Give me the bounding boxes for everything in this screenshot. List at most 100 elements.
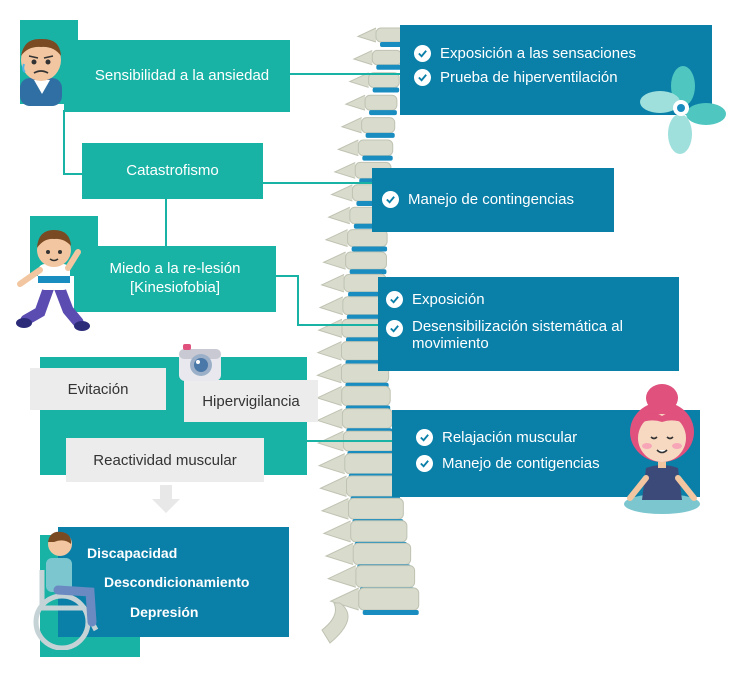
spinal-disc	[362, 610, 419, 615]
spinal-disc	[376, 64, 402, 70]
vertebra	[344, 453, 398, 475]
vertebra	[341, 385, 391, 407]
check-icon	[414, 69, 431, 86]
relaxation-item: Relajación muscular	[416, 429, 600, 446]
hypervigilance-label: Hipervigilancia	[202, 392, 300, 410]
vertebra-process	[320, 273, 345, 293]
exposure-item: Prueba de hiperventilación	[414, 69, 636, 86]
vertebra	[364, 94, 398, 111]
desensitization-item: Desensibilización sistemática al movimie…	[386, 318, 667, 352]
vertebra-process	[348, 72, 369, 88]
anxiety-box: Sensibilidad a la ansiedad	[64, 40, 290, 112]
connector-line	[297, 324, 379, 326]
muscle-reactivity-box: Reactividad muscular	[66, 438, 264, 482]
hypervigilance-box: Hipervigilancia	[184, 380, 318, 422]
spinal-disc	[348, 291, 387, 297]
vertebra-process	[352, 49, 373, 66]
desensitization-box: Exposición Desensibilización sistemática…	[378, 277, 679, 371]
spinal-disc	[369, 110, 397, 116]
vertebra-process	[318, 296, 344, 316]
vertebra-process	[315, 385, 342, 406]
desensitization-item: Exposición	[386, 291, 667, 308]
spinal-disc	[349, 269, 387, 275]
spinal-disc	[365, 132, 395, 138]
wheelchair-person-icon	[33, 531, 99, 650]
camera-icon	[179, 344, 221, 381]
spinal-disc	[372, 87, 400, 93]
vertebra-process	[322, 251, 346, 270]
vertebra	[347, 497, 404, 520]
vertebra-process	[316, 408, 343, 429]
spinal-disc	[380, 42, 404, 47]
vertebra	[357, 139, 394, 157]
avoidance-box: Evitación	[30, 368, 166, 410]
outcome-depression: Depresión	[130, 604, 199, 620]
coccyx	[321, 602, 349, 644]
vertebra-process	[322, 520, 351, 543]
spinal-disc	[351, 246, 388, 252]
contingency-box: Manejo de contingencias	[372, 168, 614, 232]
connector-line	[307, 440, 392, 442]
vertebra	[350, 520, 408, 543]
boy-running-icon	[16, 230, 90, 331]
catastrophizing-box: Catastrofismo	[82, 143, 263, 199]
catastrophizing-label: Catastrofismo	[126, 161, 219, 179]
spine-illustration	[315, 27, 420, 644]
outcome-disability: Discapacidad	[87, 545, 178, 561]
anxiety-label: Sensibilidad a la ansiedad	[94, 66, 270, 84]
connector-line	[276, 275, 298, 277]
vertebra-process	[316, 341, 342, 361]
vertebra-process	[330, 184, 353, 202]
vertebra-process	[319, 475, 347, 497]
connector-line	[63, 110, 65, 175]
spinal-disc	[346, 314, 387, 320]
vertebra	[345, 251, 387, 270]
down-arrow-icon	[152, 485, 180, 513]
fear-label-line1: Miedo a la re-lesión	[109, 260, 241, 278]
vertebra-process	[329, 587, 359, 611]
vertebra-process	[324, 542, 354, 566]
connector-line	[165, 198, 167, 248]
vertebra	[361, 117, 396, 134]
avoidance-label: Evitación	[67, 380, 129, 398]
vertebra-process	[324, 229, 348, 247]
outcomes-box	[58, 527, 289, 637]
relaxation-item: Manejo de contigencias	[416, 455, 600, 472]
outcome-deconditioning: Descondicionamiento	[104, 574, 250, 590]
vertebra	[358, 587, 420, 611]
vertebra-process	[317, 453, 346, 475]
fear-box: Miedo a la re-lesión [Kinesiofobia]	[74, 246, 276, 312]
muscle-reactivity-label: Reactividad muscular	[93, 451, 237, 469]
connector-line	[262, 182, 380, 184]
vertebra-process	[326, 565, 357, 588]
vertebra-process	[356, 27, 377, 43]
vertebra	[352, 542, 412, 566]
vertebra-process	[340, 117, 362, 134]
exposure-item: Exposición a las sensaciones	[414, 45, 636, 62]
spinal-disc	[362, 155, 393, 161]
vertebra-process	[317, 318, 343, 338]
vertebra-process	[320, 497, 349, 520]
check-icon	[386, 291, 403, 308]
check-icon	[416, 455, 433, 472]
vertebra	[347, 229, 388, 247]
vertebra	[341, 408, 393, 429]
vertebra	[355, 565, 416, 588]
vertebra-process	[316, 363, 342, 384]
vertebra-process	[336, 139, 359, 157]
check-icon	[416, 429, 433, 446]
connector-line	[290, 73, 400, 75]
connector-line	[63, 173, 83, 175]
flower-icon	[640, 66, 726, 154]
vertebra-process	[333, 161, 356, 179]
vertebra-process	[344, 94, 366, 111]
vertebra-process	[327, 206, 351, 225]
vertebra	[371, 49, 403, 66]
girl-meditating-icon	[624, 384, 700, 514]
anxious-face-icon	[20, 38, 62, 106]
check-icon	[386, 320, 403, 337]
contingency-item: Manejo de contingencias	[382, 191, 574, 208]
fear-label-line2: [Kinesiofobia]	[129, 279, 221, 296]
connector-line	[297, 275, 299, 325]
check-icon	[414, 45, 431, 62]
